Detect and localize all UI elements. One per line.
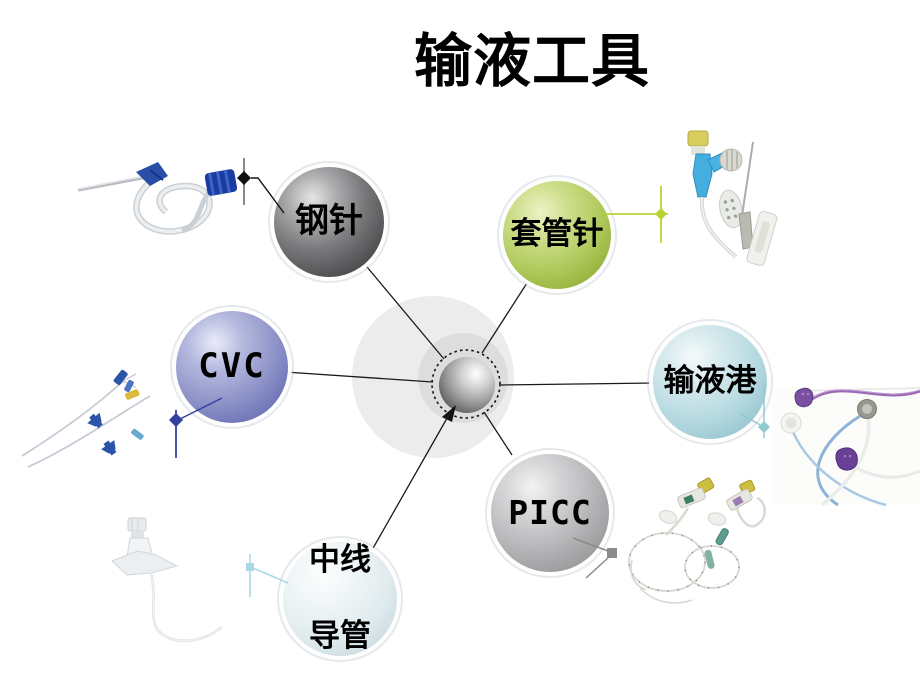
node-midline-label-line1: 中线	[309, 542, 371, 579]
spoke-picc	[483, 411, 513, 456]
photo-iv-cannula	[687, 130, 778, 266]
photo-picc-set	[628, 477, 766, 604]
slide-title: 输液工具	[413, 27, 650, 95]
spoke-midline	[371, 412, 451, 551]
node-cvc-label: CVC	[198, 346, 266, 387]
node-picc: PICC	[491, 454, 609, 572]
callout-marker-picc	[572, 537, 617, 579]
callout-marker-steel-needle	[237, 158, 285, 214]
node-iv-cannula: 套管针	[503, 181, 611, 289]
callout-marker-infusion-port	[738, 385, 770, 438]
photo-infusion-ports	[772, 387, 920, 507]
photo-cvc-set	[21, 369, 151, 468]
photo-midline-catheter	[111, 517, 223, 642]
node-midline-catheter-label: 中线 导管	[309, 542, 371, 655]
spoke-iv-cannula	[481, 282, 528, 354]
spoke-infusion-port	[500, 382, 656, 386]
callout-marker-midline	[246, 554, 289, 597]
spoke-cvc	[284, 371, 434, 383]
node-infusion-port: 输液港	[653, 325, 767, 439]
node-picc-label: PICC	[508, 492, 592, 532]
node-cvc: CVC	[176, 311, 288, 423]
node-steel-needle: 钢针	[274, 167, 384, 277]
node-iv-cannula-label: 套管针	[510, 216, 604, 253]
node-midline-catheter: 中线 导管	[283, 542, 397, 656]
node-midline-label-line2: 导管	[309, 617, 371, 654]
node-steel-needle-label: 钢针	[295, 201, 363, 242]
photo-steel-needle-set	[77, 162, 238, 235]
connector-lines	[284, 260, 656, 551]
callout-marker-iv-cannula	[603, 186, 668, 243]
callout-marker-cvc	[169, 397, 223, 458]
spoke-steel-needle	[361, 260, 445, 360]
node-infusion-port-label: 输液港	[663, 363, 757, 400]
